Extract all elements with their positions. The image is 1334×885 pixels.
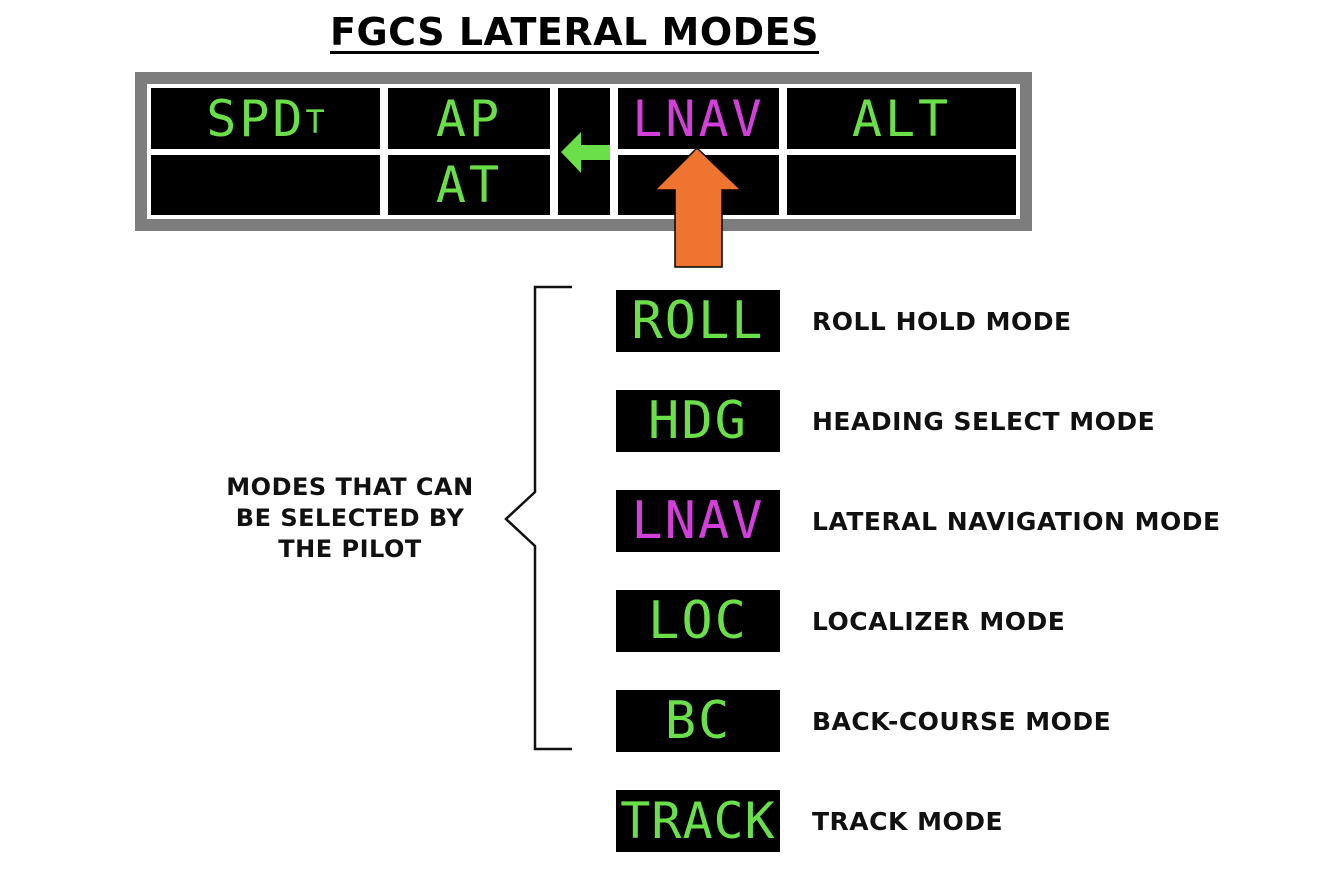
green-left-arrow-icon xyxy=(561,132,610,173)
mode-loc-box: LOC xyxy=(616,590,780,652)
mode-track-box: TRACK xyxy=(616,790,780,852)
brace-label-line-3: THE PILOT xyxy=(278,535,422,563)
mode-hdg-description: HEADING SELECT MODE xyxy=(812,406,1156,436)
lateral-mode-cell: LNAV xyxy=(618,88,779,149)
brace-label: MODES THAT CAN BE SELECTED BY THE PILOT xyxy=(215,472,485,565)
mode-hdg-box: HDG xyxy=(616,390,780,452)
autopilot-cell: AP xyxy=(388,88,550,149)
selection-bracket xyxy=(504,285,572,751)
brace-label-line-1: MODES THAT CAN xyxy=(226,473,474,501)
mode-track-description: TRACK MODE xyxy=(812,806,1004,836)
mode-bc-box: BC xyxy=(616,690,780,752)
brace-label-line-2: BE SELECTED BY xyxy=(235,504,465,532)
mode-loc-description: LOCALIZER MODE xyxy=(812,606,1066,636)
speed-mode-subscript: T xyxy=(305,103,325,141)
mode-lnav-box: LNAV xyxy=(616,490,780,552)
mode-roll-description: ROLL HOLD MODE xyxy=(812,306,1072,336)
blank-cell-right xyxy=(787,155,1016,215)
vertical-mode-cell: ALT xyxy=(787,88,1016,149)
speed-mode-text: SPD xyxy=(206,89,306,148)
orange-up-arrow-icon xyxy=(653,146,743,268)
blank-cell-left xyxy=(151,155,380,215)
autothrottle-cell: AT xyxy=(388,155,550,215)
mode-lnav-description: LATERAL NAVIGATION MODE xyxy=(812,506,1221,536)
diagram-title: FGCS LATERAL MODES xyxy=(330,10,819,54)
mode-bc-description: BACK-COURSE MODE xyxy=(812,706,1112,736)
mode-roll-box: ROLL xyxy=(616,290,780,352)
